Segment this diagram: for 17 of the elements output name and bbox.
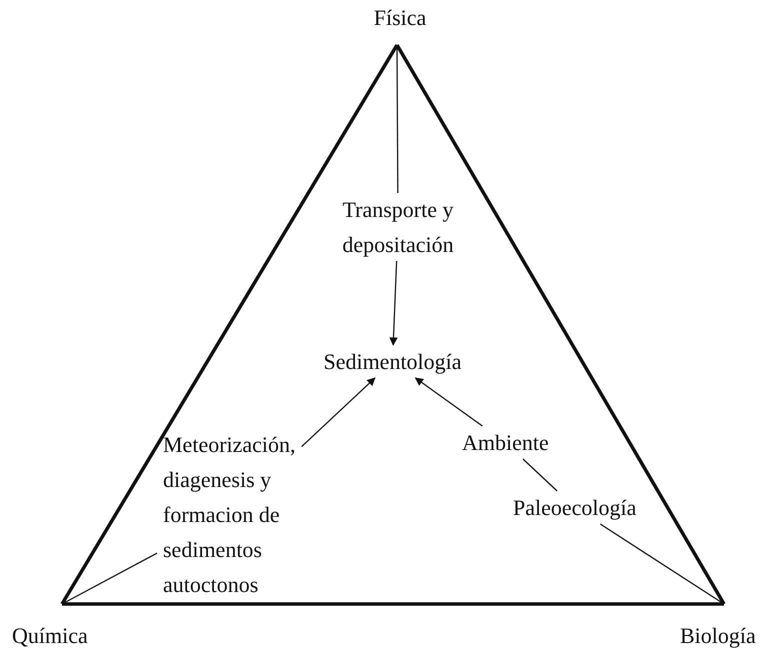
- connector-line: [522, 458, 558, 492]
- connector-line: [600, 524, 724, 604]
- node-label: Transporte y depositación: [342, 197, 454, 257]
- connector-line: [60, 44, 398, 605]
- arrow: [389, 260, 398, 346]
- connector-line: [62, 552, 158, 605]
- node-label: Paleoecología: [513, 495, 636, 520]
- node-label: Biología: [680, 623, 756, 648]
- arrow: [414, 378, 483, 426]
- arrow: [301, 377, 376, 448]
- node-label: Física: [374, 5, 426, 30]
- node-label: Química: [12, 623, 88, 648]
- node-label: Meteorización, diagenesis y formacion de sedimentos autoctonos: [163, 432, 296, 597]
- connector-line: [395, 44, 726, 605]
- node-label: Sedimentología: [323, 349, 462, 374]
- node-label: Ambiente: [462, 430, 549, 455]
- connector-line: [62, 602, 724, 606]
